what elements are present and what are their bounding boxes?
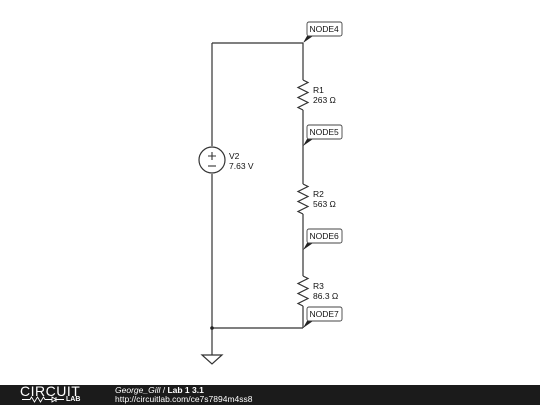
project-name[interactable]: Lab 1 3.1 xyxy=(167,385,204,395)
resistor-name: R3 xyxy=(313,281,324,291)
node-label-box xyxy=(306,306,343,322)
resistor-value: 563 Ω xyxy=(313,199,336,209)
source-name: V2 xyxy=(229,151,240,161)
resistor-name: R2 xyxy=(313,189,324,199)
logo-wordmark-bottom: LAB xyxy=(66,396,81,403)
node-label-node4[interactable]: NODE4 xyxy=(303,21,343,43)
node-label-text: NODE4 xyxy=(310,24,340,34)
resistor-r1[interactable]: R1 263 Ω xyxy=(296,79,336,111)
project-meta: George_Gill / Lab 1 3.1 http://circuitla… xyxy=(115,386,252,404)
resistor-zigzag-icon xyxy=(296,183,310,215)
ground-triangle xyxy=(200,354,224,365)
node-label-text: NODE7 xyxy=(310,309,340,319)
circuitlab-logo[interactable]: CIRCUIT LAB xyxy=(20,383,92,404)
junction-dot xyxy=(210,326,214,330)
ground-icon[interactable] xyxy=(200,354,224,365)
source-value: 7.63 V xyxy=(229,161,254,171)
project-url-line: http://circuitlab.com/ce7s7894m4ss8 xyxy=(115,395,252,404)
title-separator: / xyxy=(160,385,168,395)
node-label-node6[interactable]: NODE6 xyxy=(303,228,343,250)
node-label-node5[interactable]: NODE5 xyxy=(303,124,343,146)
resistor-r2[interactable]: R2 563 Ω xyxy=(296,183,336,215)
node-label-text: NODE5 xyxy=(310,127,340,137)
node-pointer-icon xyxy=(303,321,313,328)
resistor-zigzag-icon xyxy=(296,79,310,111)
node-label-text: NODE6 xyxy=(310,231,340,241)
resistor-value: 263 Ω xyxy=(313,95,336,105)
node-label-node7[interactable]: NODE7 xyxy=(303,306,343,328)
node-label-box xyxy=(306,124,343,140)
resistor-r3[interactable]: R3 86.3 Ω xyxy=(296,275,338,307)
voltage-source-v2[interactable]: V2 7.63 V xyxy=(198,146,254,174)
resistor-zigzag-icon xyxy=(296,275,310,307)
plus-sign-icon xyxy=(208,152,216,160)
resistor-name: R1 xyxy=(313,85,324,95)
node-pointer-icon xyxy=(303,139,313,146)
project-url-link[interactable]: http://circuitlab.com/ce7s7894m4ss8 xyxy=(115,394,253,404)
author-link[interactable]: George_Gill xyxy=(115,385,161,395)
project-title-line: George_Gill / Lab 1 3.1 xyxy=(115,386,252,395)
node-pointer-icon xyxy=(303,36,313,43)
resistor-logo-icon xyxy=(22,396,64,403)
node-label-box xyxy=(306,21,343,37)
node-label-box xyxy=(306,228,343,244)
footer-bar: CIRCUIT LAB George_Gill / Lab 1 3.1 http… xyxy=(0,383,540,405)
wires xyxy=(211,42,304,355)
node-pointer-icon xyxy=(303,243,313,250)
resistor-value: 86.3 Ω xyxy=(313,291,338,301)
logo-wordmark-top: CIRCUIT xyxy=(20,383,81,399)
